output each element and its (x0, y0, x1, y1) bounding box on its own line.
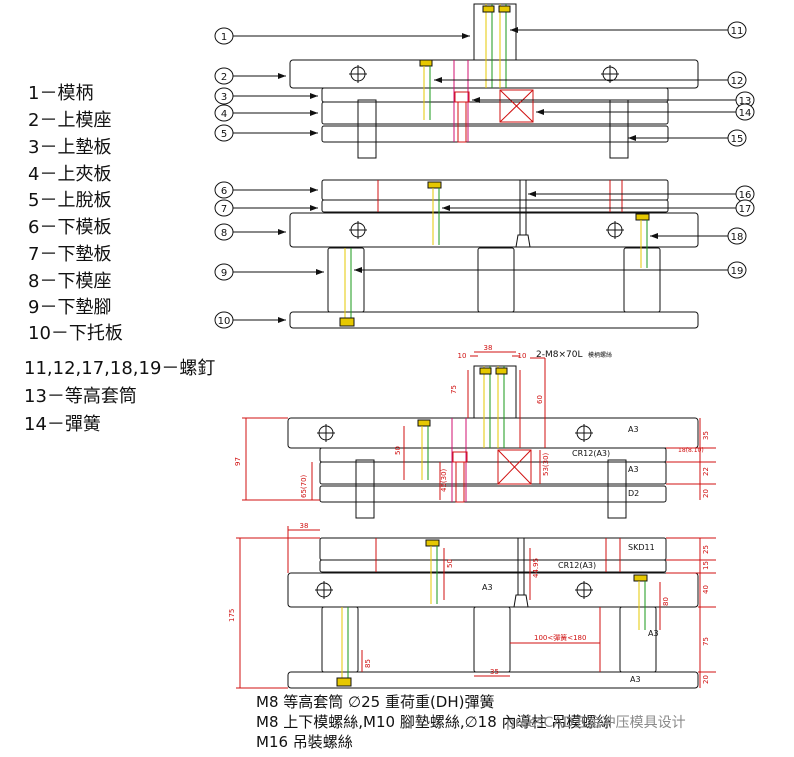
callout-15: 15 (731, 134, 744, 145)
lower-die-dim-labels: 38 175 50 44.95 25 15 40 75 20 80 35 85 … (228, 522, 710, 684)
dim-18: 18(8.10) (678, 447, 704, 454)
screw-spec: 2-M8×70L (536, 350, 582, 360)
callout-1: 1 (221, 32, 227, 43)
parallel-middle (477, 247, 515, 313)
dim-20-b: 20 (702, 675, 710, 684)
dim-20: 20 (702, 489, 710, 498)
callout-6: 6 (221, 186, 227, 197)
dim-4495: 44.95 (532, 558, 540, 578)
upper-clamp-plate (321, 101, 669, 125)
dim-75-b: 75 (702, 637, 710, 646)
mat-a3-base: A3 (630, 675, 641, 684)
callout-2: 2 (221, 72, 227, 83)
callout-8: 8 (221, 228, 227, 239)
dim-85: 85 (364, 659, 372, 668)
dim-50: 50 (394, 446, 402, 455)
upper-die-colored (242, 351, 716, 503)
mat-cr12-b: CR12(A3) (558, 561, 596, 570)
callout-18: 18 (731, 232, 744, 243)
top-colored-parts (339, 4, 650, 327)
watermark: pressCAD五金冲压模具设计 (506, 715, 686, 731)
dim-45: 45(30) (440, 468, 448, 492)
callout-5: 5 (221, 129, 227, 140)
mat-a3-seat: A3 (482, 583, 493, 592)
lower-die-seat (289, 212, 699, 248)
callout-7: 7 (221, 204, 227, 215)
legend-item-7: 7－下墊板 (28, 244, 112, 265)
mat-cr12: CR12(A3) (572, 449, 610, 458)
callout-16: 16 (739, 190, 752, 201)
callout-14: 14 (739, 108, 752, 119)
guide-pin-right (609, 99, 629, 159)
lower-base-plate (289, 311, 699, 329)
upper-die-dimensioned (287, 365, 699, 519)
dim-15-b: 15 (702, 561, 710, 570)
dim-22: 22 (702, 467, 710, 476)
dim-75: 75 (450, 385, 458, 394)
dim-97: 97 (234, 457, 242, 466)
dim-38: 38 (484, 344, 493, 352)
legend-item-6: 6－下模板 (28, 217, 112, 238)
note-line-2: M8 上下模螺絲,M10 腳墊螺絲,∅18 內導柱 吊模螺絲 (256, 713, 612, 731)
parallel-left (327, 247, 365, 313)
dim-60: 60 (536, 395, 544, 404)
dim-80: 80 (662, 597, 670, 606)
note-line-1: M8 等高套筒 ∅25 重荷重(DH)彈簧 (256, 693, 495, 711)
legend-item-8: 8－下模座 (28, 271, 112, 292)
lower-die-plate (321, 179, 669, 201)
mat-a3-mid: A3 (628, 465, 639, 474)
legend-item-2: 2－上模座 (28, 110, 112, 131)
legend-item-9: 9－下墊腳 (28, 297, 112, 318)
legend-item-14: 14－彈簧 (24, 414, 101, 435)
callout-9: 9 (221, 268, 227, 279)
screw-note: 模柄螺絲 (588, 351, 612, 359)
legend-item-13: 13－等高套筒 (24, 386, 137, 407)
dim-38-b: 38 (300, 522, 309, 530)
dim-10b: 10 (518, 352, 527, 360)
callout-arrows-right (354, 27, 736, 273)
mat-a3-parallel: A3 (648, 629, 659, 638)
callout-17: 17 (739, 204, 752, 215)
callout-11: 11 (731, 26, 744, 37)
guide-pin-left (357, 99, 377, 159)
legend-item-5: 5－上脫板 (28, 190, 112, 211)
dim-spring-range: 100<彈簧<180 (534, 633, 586, 642)
legend-item-4: 4－上夾板 (28, 164, 112, 185)
mat-a3-top: A3 (628, 425, 639, 434)
legend-item-screws: 11,12,17,18,19－螺釘 (24, 358, 216, 379)
dim-50-b: 50 (446, 559, 454, 568)
dim-35-b: 35 (490, 668, 499, 676)
upper-die-dim-labels: 38 10 10 2-M8×70L 模柄螺絲 75 60 97 50 65(70… (234, 344, 710, 498)
callout-19: 19 (731, 266, 744, 277)
legend-item-3: 3－上墊板 (28, 137, 112, 158)
callout-arrows-left (232, 33, 470, 323)
mat-skd11: SKD11 (628, 543, 655, 552)
legend-item-10: 10－下托板 (28, 323, 123, 344)
parallel-right (623, 247, 661, 313)
lower-die-dimensioned (287, 537, 699, 689)
dim-35: 35 (702, 431, 710, 440)
lower-die-colored (236, 526, 716, 689)
dim-65: 65(70) (300, 474, 308, 498)
top-assembly (289, 3, 699, 329)
callout-4: 4 (221, 109, 227, 120)
callout-13: 13 (739, 96, 752, 107)
upper-stripper-plate (321, 125, 669, 143)
dim-175: 175 (228, 609, 236, 622)
note-line-3: M16 吊裝螺絲 (256, 733, 353, 751)
callout-12: 12 (731, 76, 744, 87)
dim-40-b: 40 (702, 585, 710, 594)
callout-10: 10 (218, 316, 231, 327)
callout-circles (214, 21, 755, 329)
dim-10a: 10 (458, 352, 467, 360)
dim-25-b: 25 (702, 545, 710, 554)
dim-53: 53(30) (542, 452, 550, 476)
mat-d2: D2 (628, 489, 639, 498)
callout-labels: 1 2 3 4 5 6 7 8 9 10 11 12 13 14 15 16 1… (218, 26, 752, 327)
callout-3: 3 (221, 92, 227, 103)
lower-backing-plate (321, 199, 669, 213)
legend-item-1: 1－模柄 (28, 83, 94, 104)
